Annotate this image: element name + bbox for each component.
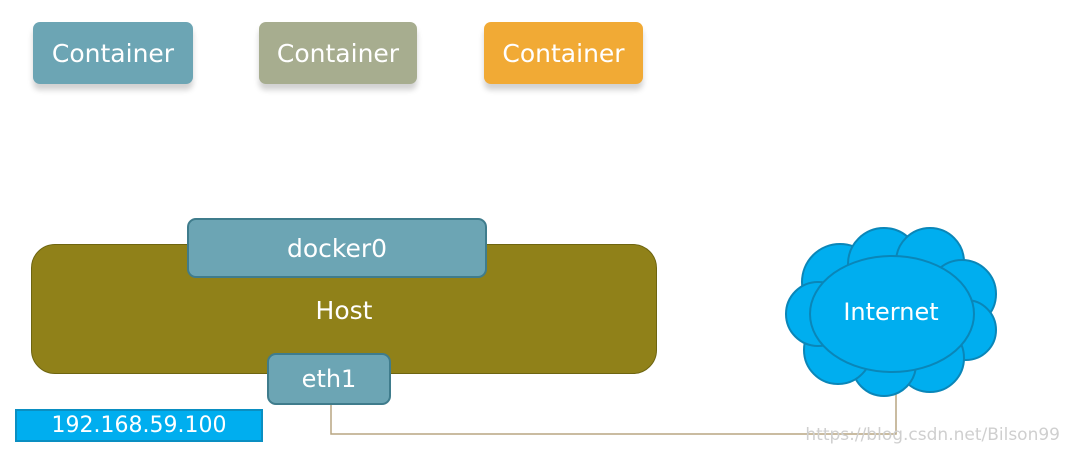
container-box-2: Container bbox=[259, 22, 417, 84]
docker0-bridge: docker0 bbox=[187, 218, 487, 278]
ip-address-badge: 192.168.59.100 bbox=[15, 409, 263, 442]
internet-label: Internet bbox=[843, 298, 939, 326]
watermark: https://blog.csdn.net/Bilson99 bbox=[805, 425, 1060, 445]
container-box-1: Container bbox=[33, 22, 193, 84]
host-label: Host bbox=[315, 296, 373, 325]
container-box-3: Container bbox=[484, 22, 643, 84]
eth1-interface: eth1 bbox=[267, 353, 391, 405]
cloud-icon bbox=[785, 227, 997, 397]
